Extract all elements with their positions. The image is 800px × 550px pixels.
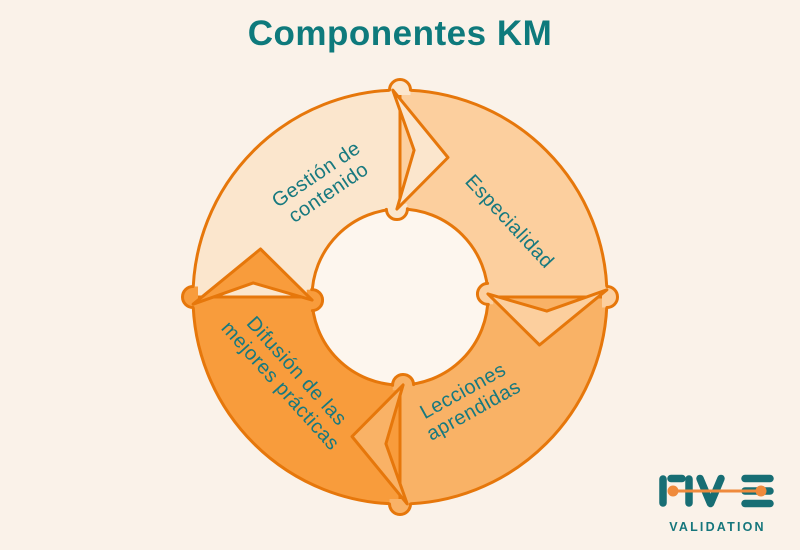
segment-body-3 xyxy=(398,295,609,506)
segment-head-1 xyxy=(391,88,450,211)
segment-head-2 xyxy=(486,288,609,347)
logo-dot-right xyxy=(755,485,767,497)
segment-bump-outline xyxy=(310,288,325,313)
segment-bump xyxy=(386,203,408,220)
segment-bump-outline xyxy=(388,78,412,92)
segment-bump xyxy=(392,374,414,391)
segment-bump-outline xyxy=(181,285,195,309)
segment-bump-outline xyxy=(384,207,409,222)
diagram-hole xyxy=(312,209,488,385)
five-logo-mark xyxy=(659,474,774,508)
segment-bump xyxy=(306,289,323,311)
segment-bump-outline xyxy=(391,372,416,387)
segment-head-3 xyxy=(350,383,409,506)
segment-body-2 xyxy=(398,88,609,299)
five-validation-logo: VALIDATION xyxy=(655,468,780,534)
segment-bump xyxy=(477,283,494,305)
segment-bump-outline xyxy=(388,502,412,516)
page-title: Componentes KM xyxy=(247,14,553,53)
segment-body-1 xyxy=(191,88,402,299)
logo-subtitle: VALIDATION xyxy=(669,520,766,534)
logo-orange-line xyxy=(667,485,767,497)
segment-head-4 xyxy=(191,247,314,306)
letter-v xyxy=(696,474,725,508)
segment-bump-outline xyxy=(475,281,490,306)
segment-body-4 xyxy=(191,295,402,506)
segment-bump-outline xyxy=(605,285,619,309)
logo-dot-left xyxy=(667,485,679,497)
